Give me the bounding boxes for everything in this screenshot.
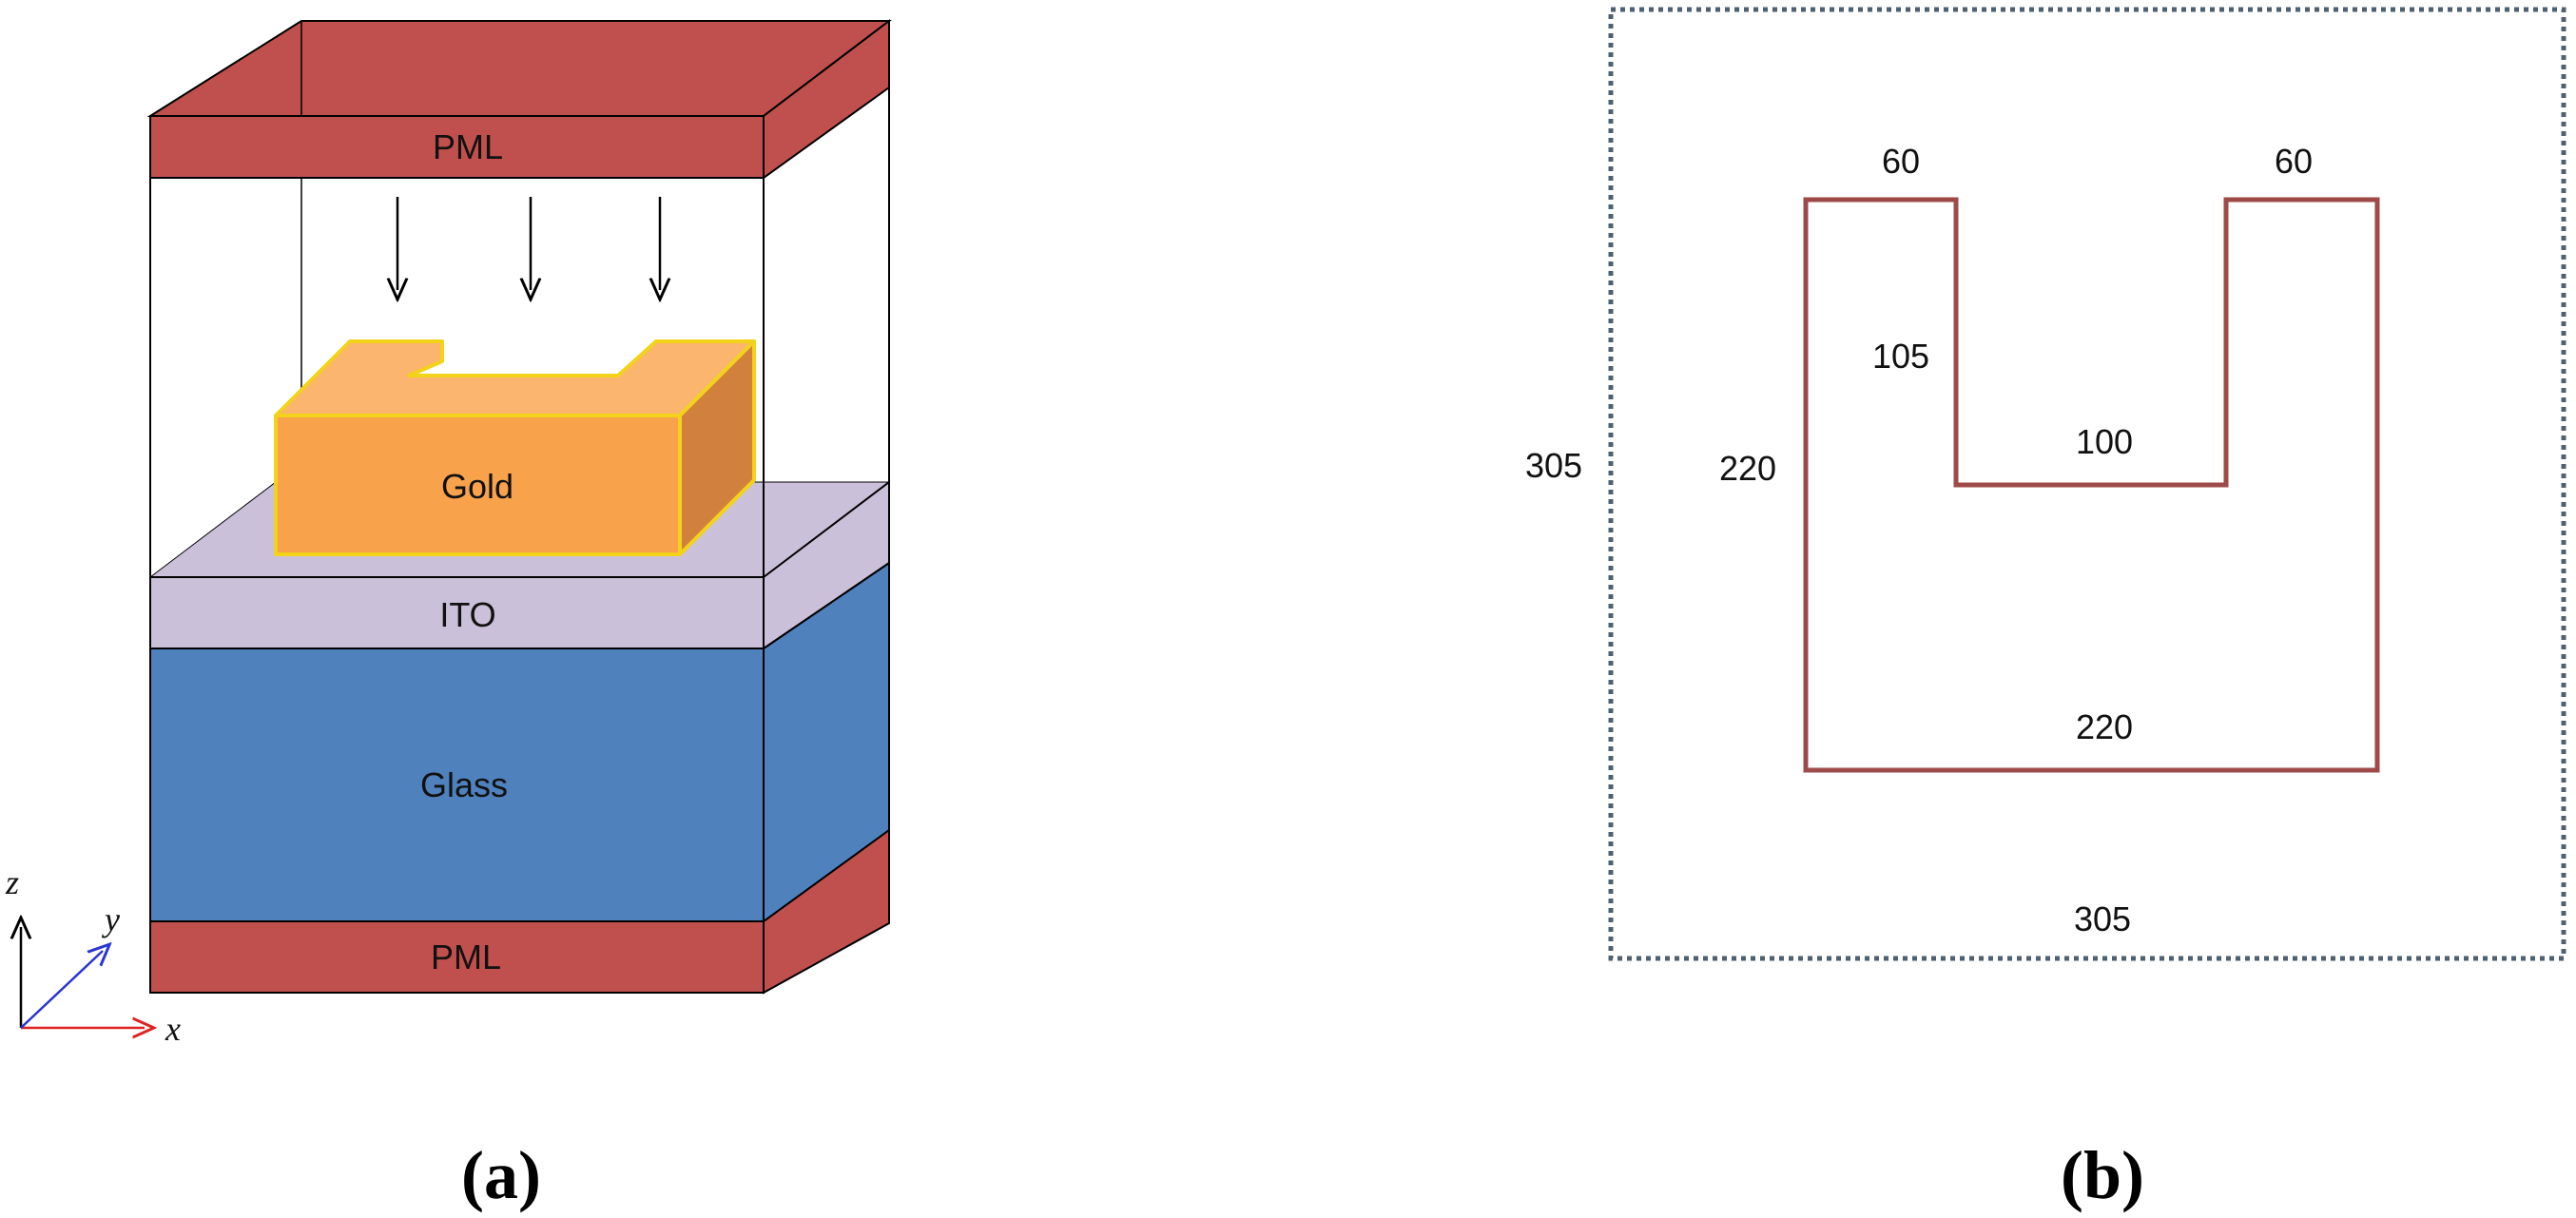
dim-cell-height: 305 xyxy=(1525,446,1582,485)
u-shape-outline xyxy=(1803,197,2380,773)
dim-notch-depth: 105 xyxy=(1872,337,1929,376)
panel-b-caption: (b) xyxy=(2061,1137,2144,1213)
panel-a-simulation-cell: PML Gold ITO Glass PML z y x (a) xyxy=(5,18,892,1213)
pml-top-label: PML xyxy=(433,127,503,166)
dim-outer-height: 220 xyxy=(1719,449,1776,488)
panel-b-top-view: 60 60 105 100 220 220 305 305 (b) xyxy=(1525,7,2566,1213)
ito-label: ITO xyxy=(439,595,495,634)
glass-label: Glass xyxy=(420,765,508,804)
pml-top-layer xyxy=(146,18,892,180)
y-axis-arrow xyxy=(20,951,103,1029)
dim-right-arm-width: 60 xyxy=(2275,142,2313,181)
pml-bottom-label: PML xyxy=(431,938,501,976)
gold-nanostructure xyxy=(274,339,756,556)
gold-top-face xyxy=(274,339,756,417)
dim-left-arm-width: 60 xyxy=(1882,142,1920,181)
z-axis-label: z xyxy=(5,863,19,901)
y-axis-label: y xyxy=(102,900,120,938)
dim-notch-width: 100 xyxy=(2076,422,2133,461)
coordinate-axes: z y x xyxy=(5,863,181,1048)
incident-light-arrows xyxy=(397,197,660,290)
dim-outer-width: 220 xyxy=(2076,707,2133,746)
dim-cell-width: 305 xyxy=(2074,899,2131,938)
gold-front-face xyxy=(274,414,682,556)
unit-cell-boundary xyxy=(1608,7,2566,961)
x-axis-label: x xyxy=(165,1010,181,1048)
panel-a-caption: (a) xyxy=(461,1137,541,1213)
gold-label: Gold xyxy=(441,467,513,506)
glass-layer xyxy=(149,561,890,923)
